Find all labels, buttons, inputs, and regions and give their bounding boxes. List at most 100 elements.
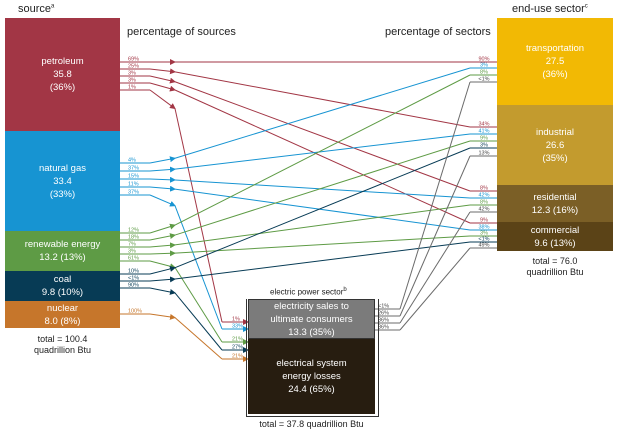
- source-pct-label: 3%: [128, 71, 136, 77]
- flow-line-natgas-electric: [174, 205, 223, 330]
- source-header: sourcea: [18, 3, 55, 15]
- electric-output-line-residential: [399, 211, 471, 324]
- source-pct-label: 100%: [128, 309, 142, 315]
- source-pct-label: 37%: [128, 190, 139, 196]
- flow-arrow-renew: [149, 233, 176, 241]
- flow-arrow-coal: [149, 266, 176, 275]
- flow-arrow-natgas: [149, 194, 176, 207]
- electric-output-pct: 36%: [378, 318, 389, 324]
- sector-pct-label: 3%: [480, 231, 488, 237]
- flow-line-natgas-industrial: [174, 133, 471, 170]
- source-pct-label: 3%: [128, 249, 136, 255]
- electric-input-pct: 33%: [232, 324, 243, 330]
- source-pct-label: 15%: [128, 174, 139, 180]
- source-pct-label: 25%: [128, 64, 139, 70]
- flow-arrow-renew: [149, 223, 176, 234]
- flow-line-renew-industrial: [174, 140, 471, 236]
- sector-pct-label: 8%: [480, 70, 488, 76]
- source-pct-label: 37%: [128, 166, 139, 172]
- flow-arrow-natgas: [149, 185, 176, 192]
- flow-arrow-renew: [149, 242, 176, 249]
- sector-pct-label: 3%: [480, 143, 488, 149]
- sector-pct-label: 38%: [478, 225, 489, 231]
- sector-pct-label: 3%: [480, 63, 488, 69]
- electric-input-pct: 21%: [232, 354, 243, 360]
- flow-line-renew-commercial: [174, 235, 471, 254]
- flow-line-coal-commercial: [174, 241, 471, 280]
- sector-pct-label: 8%: [480, 186, 488, 192]
- flow-line-petroleum-residential: [174, 81, 471, 192]
- flow-arrow-renew: [149, 260, 176, 270]
- source-pct-label: 10%: [128, 269, 139, 275]
- flow-line-coal-industrial: [174, 147, 471, 269]
- electric-output-pct: 36%: [378, 325, 389, 331]
- flow-line-renew-electric: [174, 267, 223, 343]
- flow-line-renew-residential: [174, 204, 471, 246]
- electric-frame: [246, 299, 379, 417]
- sector-pct-label: 42%: [478, 207, 489, 213]
- pct-sectors-header: percentage of sectors: [385, 26, 491, 38]
- flow-arrow-petroleum: [149, 68, 176, 75]
- flow-arrow-nuclear: [149, 313, 176, 320]
- electric-input-pct: 27%: [232, 345, 243, 351]
- flow-line-petroleum-industrial: [174, 71, 471, 128]
- flow-arrow-petroleum: [149, 89, 176, 110]
- electric-output-pct: 26%: [378, 311, 389, 317]
- electric-output-line-industrial: [399, 155, 471, 317]
- source-pct-label: 90%: [128, 283, 139, 289]
- sector-pct-label: 90%: [478, 57, 489, 63]
- sector-pct-label: 9%: [480, 136, 488, 142]
- sector-pct-label: 8%: [480, 200, 488, 206]
- flow-arrow-natgas: [149, 176, 176, 183]
- electric-header: electric power sectorb: [270, 287, 347, 297]
- flow-arrow-natgas: [149, 166, 176, 173]
- source-pct-label: 61%: [128, 256, 139, 262]
- electric-input-pct: 1%: [232, 317, 240, 323]
- source-pct-label: 11%: [128, 182, 139, 188]
- flow-line-renew-transport: [174, 74, 471, 226]
- pct-sources-header: percentage of sources: [127, 26, 236, 38]
- source-pct-label: 69%: [128, 57, 139, 63]
- source-pct-label: 3%: [128, 78, 136, 84]
- source-pct-label: 12%: [128, 228, 139, 234]
- sector-pct-label: 34%: [478, 122, 489, 128]
- flow-arrow-natgas: [149, 156, 176, 164]
- source-pct-label: <1%: [128, 276, 139, 282]
- sector-pct-label: 41%: [478, 129, 489, 135]
- flow-arrow-petroleum: [149, 75, 176, 84]
- flow-arrow-coal: [149, 287, 176, 295]
- sector-pct-label: 49%: [478, 243, 489, 249]
- source-pct-label: 18%: [128, 235, 139, 241]
- electric-total: total = 37.8 quadrillion Btu: [259, 419, 364, 429]
- electric-output-line-transport: [399, 81, 471, 310]
- electric-output-line-commercial: [399, 247, 471, 331]
- sector-pct-label: 9%: [480, 218, 488, 224]
- electric-input-pct: 21%: [232, 337, 243, 343]
- sector-pct-label: 42%: [478, 193, 489, 199]
- flow-line-natgas-transport: [174, 67, 471, 159]
- source-pct-label: 1%: [128, 85, 136, 91]
- flow-arrow-petroleum: [149, 82, 176, 92]
- end-use-header: end-use sectorc: [512, 3, 588, 15]
- flow-line-nuclear-electric: [174, 317, 223, 360]
- electric-output-pct: <1%: [378, 304, 389, 310]
- sector-pct-label: <1%: [478, 77, 489, 83]
- sector-pct-label: <1%: [478, 237, 489, 243]
- source-pct-label: 7%: [128, 242, 136, 248]
- flow-arrow-renew: [149, 250, 176, 257]
- flow-line-natgas-commercial: [174, 188, 471, 231]
- flow-line-coal-electric: [174, 292, 223, 351]
- flow-arrow-coal: [149, 276, 176, 283]
